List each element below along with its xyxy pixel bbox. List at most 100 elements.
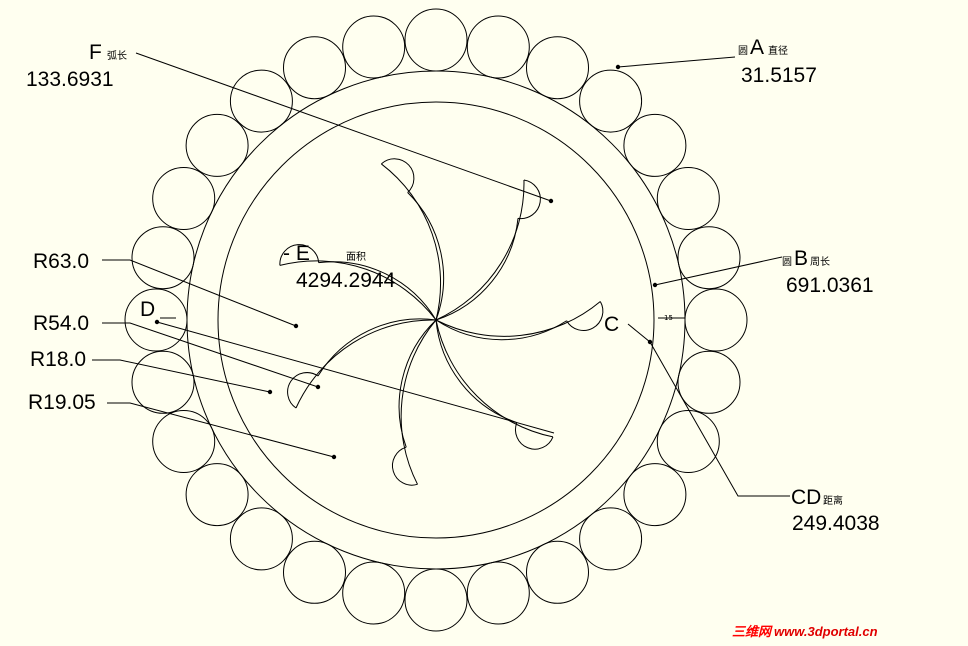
blade-inner-arc <box>435 319 518 424</box>
blade-tip-arc <box>517 179 541 220</box>
leader-r18 <box>92 359 271 393</box>
dim-cd-line <box>156 321 555 434</box>
label-a-prefix: 圆 <box>738 45 748 57</box>
label-e: - E <box>283 242 310 265</box>
leader-lines <box>92 52 790 497</box>
outer-small-circle <box>152 167 216 230</box>
blade-inner-arc <box>398 319 437 448</box>
outer-small-circle <box>342 15 406 79</box>
label-b-caption: 周长 <box>810 256 830 268</box>
leader-r63 <box>102 259 297 327</box>
outer-small-circle <box>185 463 249 527</box>
blade-tip-arc <box>287 372 319 409</box>
outer-small-circle <box>656 410 720 473</box>
pinwheel-blade <box>287 318 437 409</box>
leader-f <box>135 52 552 202</box>
blade-outer-arc <box>435 301 601 337</box>
outer-small-circle <box>229 507 293 571</box>
blade-outer-arc <box>381 163 442 321</box>
blade-outer-arc <box>295 319 437 409</box>
label-a-value: 31.5157 <box>741 64 817 87</box>
outer-small-circle <box>526 540 589 604</box>
outer-small-circle <box>185 113 249 177</box>
blade-outer-arc <box>435 319 554 438</box>
label-a-caption: 直径 <box>768 44 788 57</box>
label-r54: R54.0 <box>33 312 89 335</box>
label-b: B <box>794 247 808 270</box>
arrow-r54 <box>315 384 321 390</box>
outer-small-circle <box>579 69 643 133</box>
blade-tip-arc <box>279 244 320 266</box>
outer-small-circle <box>124 288 188 352</box>
outer-small-circle <box>684 288 748 352</box>
blade-inner-arc <box>435 218 519 321</box>
watermark-brand: 三维网 <box>732 624 773 639</box>
leader-a <box>617 56 736 68</box>
outer-small-circle <box>283 36 346 100</box>
blade-outer-arc <box>279 260 437 321</box>
label-b-prefix: 圆 <box>782 256 792 268</box>
arrow-r18 <box>267 389 273 395</box>
label-a: A <box>750 36 764 59</box>
outer-small-circle <box>152 410 216 473</box>
label-f-caption: 弧长 <box>107 49 127 62</box>
pinwheel-blade <box>381 158 445 321</box>
outer-small-circle <box>526 36 589 100</box>
label-b-value: 691.0361 <box>786 274 874 297</box>
outer-small-circle <box>131 226 195 290</box>
pinwheel-blade <box>435 179 541 321</box>
pinwheel-blade <box>435 301 604 341</box>
label-f: F <box>89 41 102 64</box>
arrow-a <box>615 64 621 70</box>
arrow-r19 <box>331 454 337 460</box>
label-c: C <box>604 313 619 336</box>
blade-tip-arc <box>381 158 415 193</box>
arrow-r63 <box>293 323 299 329</box>
label-r18: R18.0 <box>30 348 86 371</box>
label-cd: CD <box>791 486 821 509</box>
outer-small-circle <box>466 15 530 79</box>
label-d: D <box>140 298 155 321</box>
outer-small-circle <box>466 561 530 625</box>
label-e-caption: 面积 <box>346 251 366 263</box>
label-gap: 15 <box>664 314 673 322</box>
outer-small-circle <box>404 568 468 632</box>
arrow-f <box>548 198 554 204</box>
outer-small-circle <box>131 350 195 414</box>
blade-inner-arc <box>317 318 437 377</box>
blade-tip-arc <box>566 301 604 331</box>
arrow-d <box>154 319 160 325</box>
arrow-cd <box>647 339 653 345</box>
outer-small-circle <box>677 226 741 290</box>
blade-inner-arc <box>435 319 567 341</box>
outer-small-circle <box>229 69 293 133</box>
outer-small-circle <box>404 8 468 72</box>
label-f-value: 133.6931 <box>26 68 114 91</box>
circle-b <box>217 101 655 539</box>
blade-tip-arc <box>391 446 418 486</box>
label-e-value: 4294.2944 <box>296 269 396 292</box>
blade-tip-arc <box>514 422 554 450</box>
leader-r19 <box>107 402 335 458</box>
outer-small-circle <box>342 561 406 625</box>
blade-inner-arc <box>407 192 445 321</box>
outer-small-circle <box>677 350 741 414</box>
blade-outer-arc <box>400 319 437 485</box>
watermark-url: www.3dportal.cn <box>774 624 878 639</box>
label-r63: R63.0 <box>33 250 89 273</box>
outer-small-circle <box>579 507 643 571</box>
outer-small-circle <box>283 540 346 604</box>
leader-cd <box>627 323 790 497</box>
outer-small-circle <box>656 167 720 230</box>
outer-small-circle <box>623 113 687 177</box>
blade-outer-arc <box>435 179 525 321</box>
label-cd-caption: 距离 <box>823 494 843 507</box>
leader-b <box>654 256 783 286</box>
leader-r54 <box>102 322 319 388</box>
label-r19: R19.05 <box>28 391 96 414</box>
pinwheel-blade <box>435 319 554 450</box>
pinwheel-blade <box>391 319 437 486</box>
label-cd-value: 249.4038 <box>792 512 880 535</box>
